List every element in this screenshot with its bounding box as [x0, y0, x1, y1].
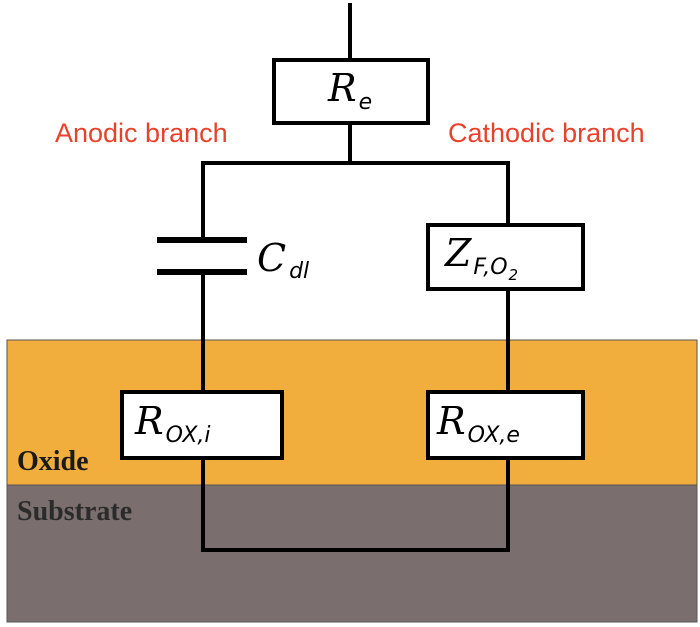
svg-text:ROX,e: ROX,e [436, 399, 520, 448]
svg-text:Re: Re [327, 66, 372, 115]
svg-text:ROX,i: ROX,i [134, 399, 211, 448]
oxide-layer [6, 339, 698, 486]
svg-text:Cdl: Cdl [257, 236, 309, 284]
resistor-rox-i: ROX,i [120, 390, 284, 460]
substrate-layer [6, 484, 698, 623]
resistor-rox-e: ROX,e [426, 390, 585, 460]
svg-text:ZF,O2: ZF,O2 [444, 231, 518, 284]
resistor-re: Re [272, 58, 430, 125]
circuit-wires [201, 3, 510, 552]
oxide-label: Oxide [17, 446, 89, 477]
substrate-label: Substrate [17, 496, 132, 527]
anodic-branch-label: Anodic branch [55, 118, 228, 148]
impedance-zf: ZF,O2 [426, 223, 585, 291]
cathodic-branch-label: Cathodic branch [448, 118, 645, 148]
